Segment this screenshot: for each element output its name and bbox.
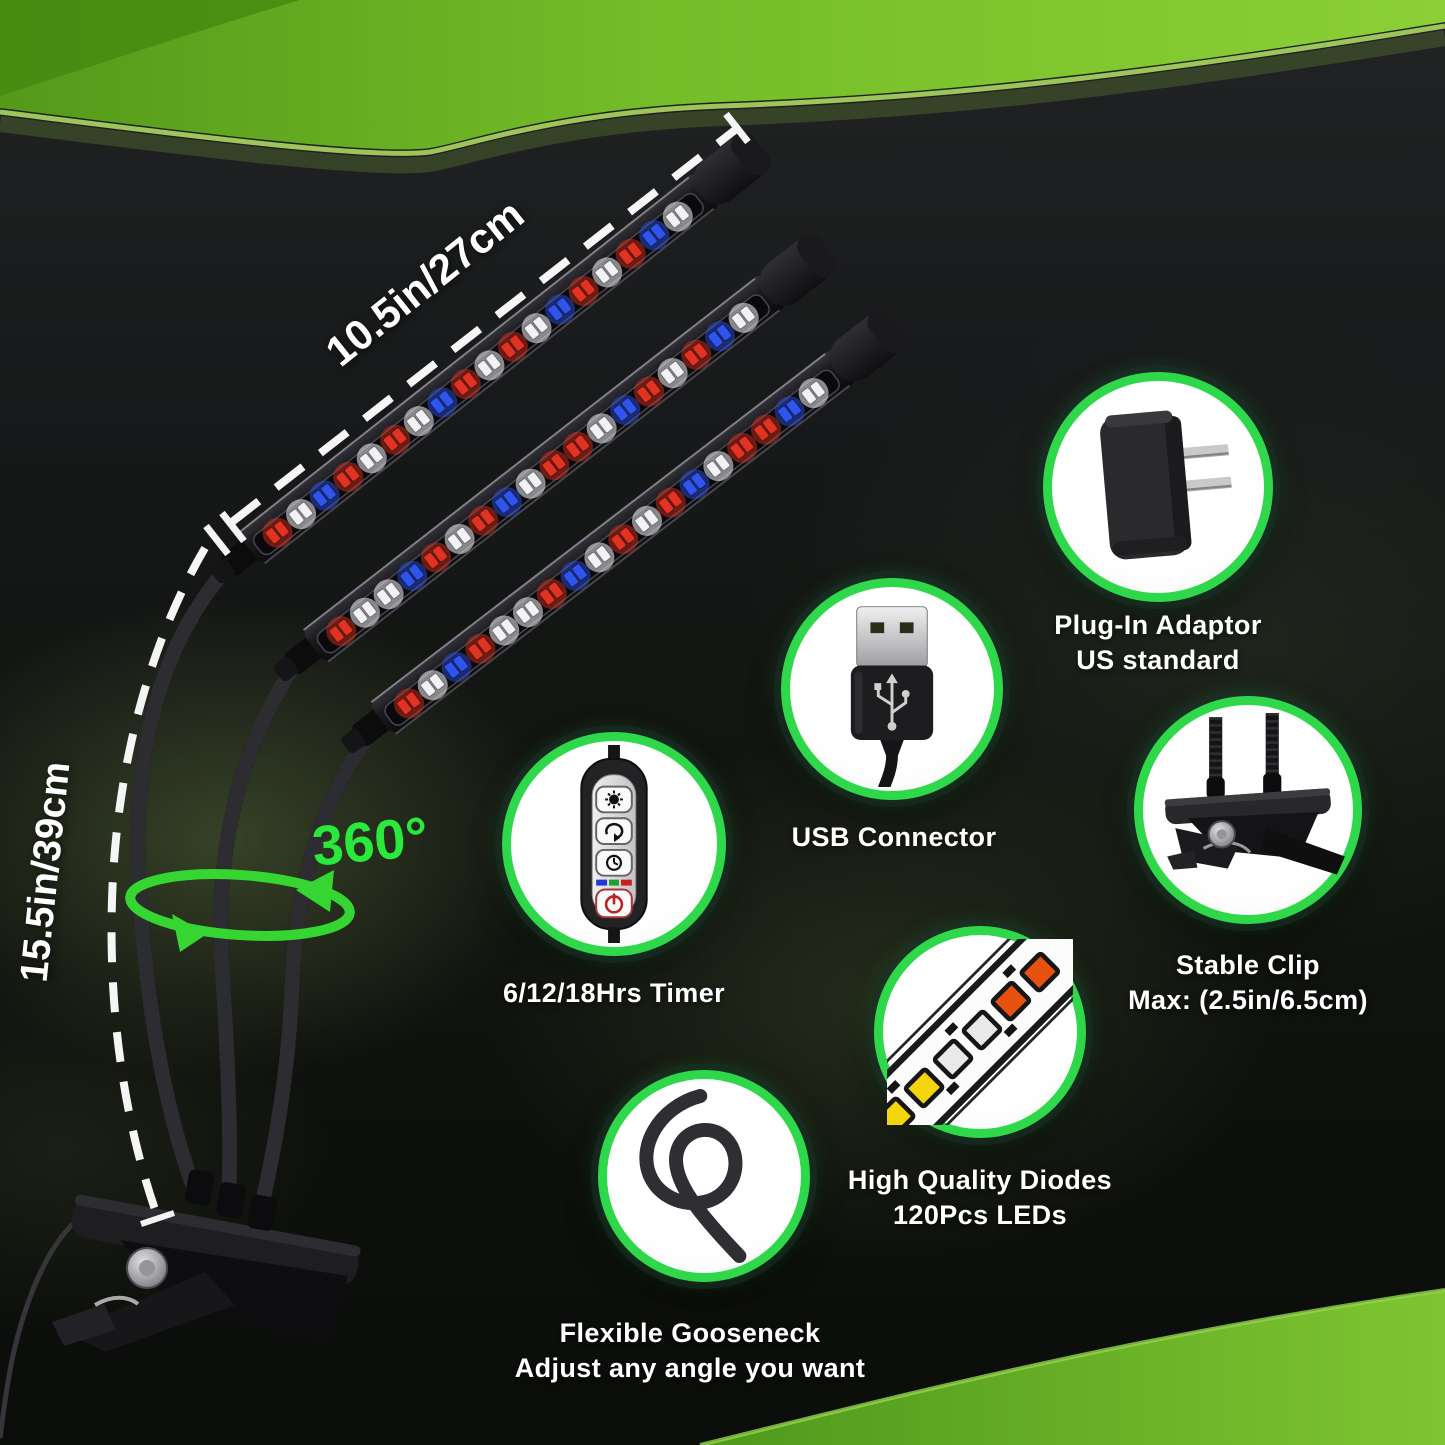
height-dimension-line — [107, 545, 209, 1227]
adaptor-label-line: US standard — [1076, 645, 1240, 675]
gooseneck-label: Flexible Gooseneck Adjust any angle you … — [515, 1316, 866, 1386]
rotation-arrows-icon — [125, 869, 355, 952]
led-strip-icon — [887, 939, 1073, 1125]
length-dimension-line — [203, 111, 751, 557]
diodes-label-line: High Quality Diodes — [847, 1165, 1113, 1195]
light-bar — [341, 309, 908, 754]
gooseneck-label-line: Adjust any angle you want — [514, 1353, 866, 1383]
power-adaptor-icon — [1100, 410, 1232, 560]
timer-label: 6/12/18Hrs Timer — [503, 976, 725, 1011]
timer-feature-circle — [502, 732, 726, 956]
rotation-360-label: 360° — [309, 804, 431, 878]
adaptor-label-line: Plug-In Adaptor — [1054, 610, 1262, 640]
clip-label: Stable Clip Max: (2.5in/6.5cm) — [1128, 948, 1368, 1018]
usb-plug-icon — [850, 606, 934, 787]
clip-feature-circle — [1134, 696, 1362, 924]
usb-label-line: USB Connector — [791, 822, 997, 852]
adaptor-feature-circle — [1043, 372, 1273, 602]
timer-label-line: 6/12/18Hrs Timer — [502, 978, 726, 1008]
adaptor-label: Plug-In Adaptor US standard — [1054, 608, 1261, 678]
top-green-band — [0, 0, 1445, 174]
timer-remote-icon — [580, 745, 648, 943]
usb-label: USB Connector — [792, 820, 997, 855]
diodes-label-line: 120Pcs LEDs — [892, 1200, 1068, 1230]
light-bar — [273, 234, 837, 682]
light-bar — [210, 132, 771, 584]
power-cable — [0, 1209, 90, 1439]
clip-base — [0, 1169, 361, 1439]
clip-label-line: Stable Clip — [1176, 950, 1320, 980]
usb-feature-circle — [781, 578, 1003, 800]
bottom-green-band — [699, 1288, 1445, 1445]
diodes-feature-circle — [874, 926, 1086, 1138]
gooseneck-label-line: Flexible Gooseneck — [559, 1318, 821, 1348]
light-bars — [210, 132, 908, 754]
diodes-label: High Quality Diodes 120Pcs LEDs — [848, 1163, 1112, 1233]
gooseneck-feature-circle — [598, 1070, 810, 1282]
clip-label-line: Max: (2.5in/6.5cm) — [1128, 985, 1368, 1015]
clamp-icon — [1164, 713, 1345, 875]
gooseneck-icon — [639, 1089, 747, 1263]
